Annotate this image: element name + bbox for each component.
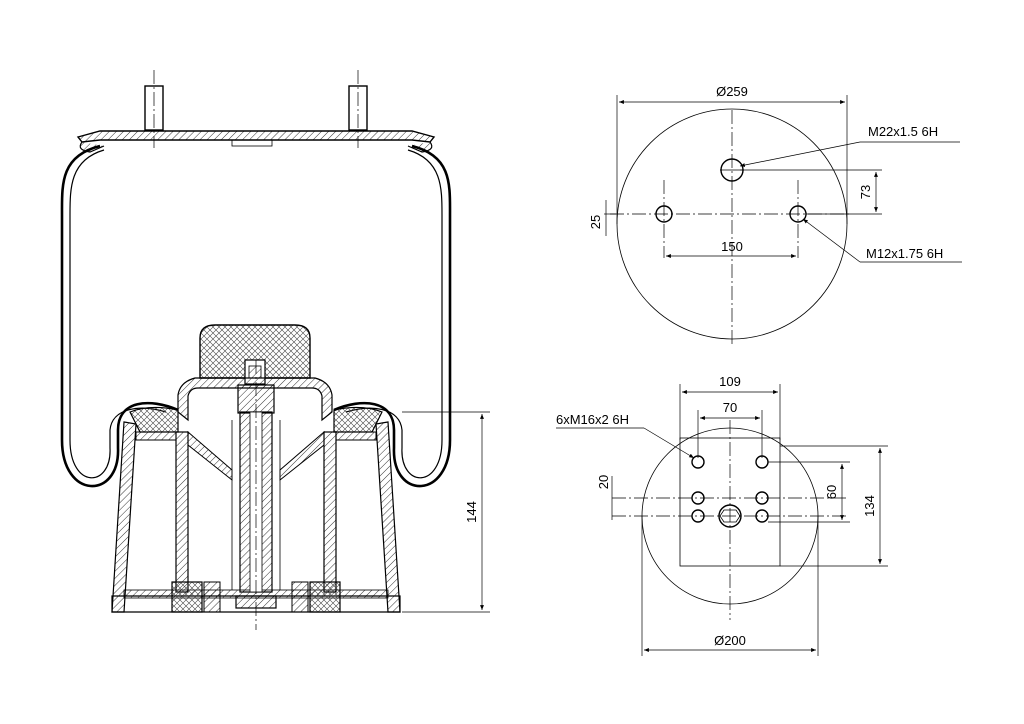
top-studs: [144, 70, 368, 148]
hole-spacing-label: 150: [721, 239, 743, 254]
rubber-bellows: [60, 144, 452, 488]
bolt-hole: [755, 491, 769, 505]
center-bolt: [235, 360, 277, 630]
height-dim-label: 144: [464, 501, 479, 523]
center-hole: [718, 504, 742, 528]
top-plate-view: Ø259 M22x1.5 6H M12x1.75 6H 150 73 25: [588, 84, 962, 345]
bottom-diameter-label: Ø200: [714, 633, 746, 648]
bolt-thread-callout: 6xM16x2 6H: [556, 412, 629, 427]
side-thread-callout: M12x1.75 6H: [866, 246, 943, 261]
center-thread-callout: M22x1.5 6H: [868, 124, 938, 139]
inner-width-label: 70: [723, 400, 737, 415]
small-offset-label: 20: [596, 475, 611, 489]
outer-width-label: 109: [719, 374, 741, 389]
bottom-plate-view: 109 70 6xM16x2 6H 60 134 20 Ø200: [556, 374, 888, 656]
left-offset-label: 25: [588, 215, 603, 229]
height-dimension: 144: [402, 411, 490, 613]
plate-height-label: 134: [862, 495, 877, 517]
top-plate: [76, 130, 436, 153]
bolt-hole: [691, 509, 705, 523]
bump-stop: [199, 324, 311, 385]
side-view: 144: [60, 70, 490, 630]
offset-label: 73: [858, 185, 873, 199]
top-diameter-label: Ø259: [716, 84, 748, 99]
bolt-hole: [755, 509, 769, 523]
bolt-hole: [691, 491, 705, 505]
vertical-spacing-label: 60: [824, 485, 839, 499]
